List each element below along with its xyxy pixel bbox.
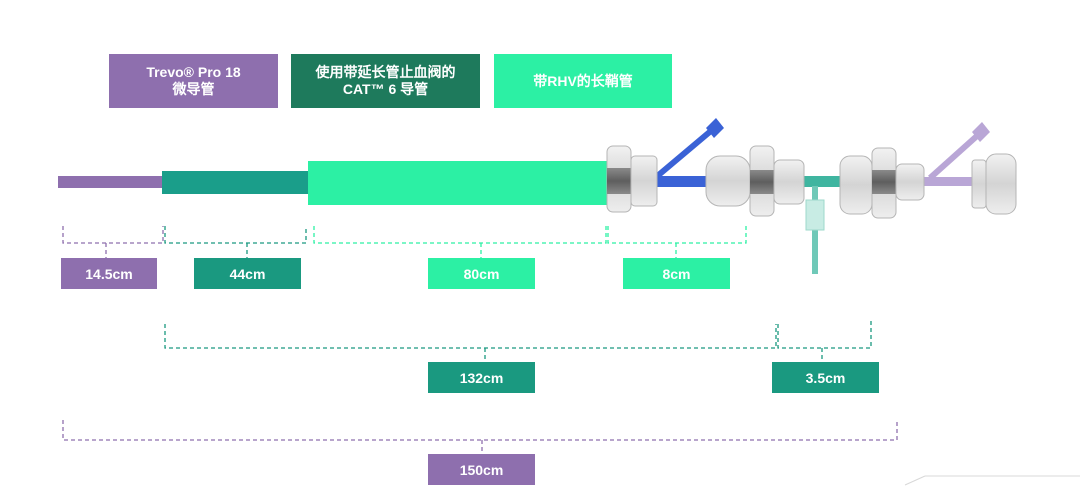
corner-decoration-line [904,475,926,486]
intermediate-catheter-segment [162,171,312,194]
length-label-3-5cm: 3.5cm [772,362,879,393]
legend-sheath-line1: 带RHV的长鞘管 [533,72,633,89]
legend-intermediate-line2: CAT™ 6 导管 [342,81,429,97]
legend-microcatheter-line1: Trevo® Pro 18 [146,64,241,80]
length-label-8cm: 8cm [623,258,730,289]
dim-line-44 [164,226,307,244]
microcatheter-tip-segment [58,176,166,188]
sheath-rhv-hub [606,145,658,213]
dim-line-80 [313,226,607,244]
legend-microcatheter: Trevo® Pro 18 微导管 [109,54,278,108]
dim-line-14-5 [62,226,164,244]
micro-side-port-tip [972,122,990,142]
legend-long-sheath: 带RHV的长鞘管 [494,54,672,108]
legend-intermediate-line1: 使用带延长管止血阀的 [315,64,456,80]
teal-inner-tube [770,176,870,187]
legend-microcatheter-line2: 微导管 [172,81,215,97]
length-label-132cm: 132cm [428,362,535,393]
length-label-44cm: 44cm [194,258,301,289]
sheath-segment [308,161,610,205]
dim-line-150 [62,420,898,441]
length-label-14-5cm: 14.5cm [61,258,157,289]
dim-line-8 [607,226,747,244]
microcatheter-inner-tube [870,177,1015,186]
proximal-hub [971,153,1017,215]
extension-tube-connector [805,199,825,231]
dim-line-3-5 [777,318,872,349]
legend-intermediate-catheter: 使用带延长管止血阀的 CAT™ 6 导管 [291,54,480,108]
sheath-side-port [653,127,714,181]
microcatheter-rhv-hub [839,147,925,219]
intermediate-inner-tube [610,176,770,187]
length-label-150cm: 150cm [428,454,535,485]
intermediate-rhv-hub [705,145,805,217]
micro-side-port [927,132,981,181]
sheath-side-port-tip [706,118,724,138]
length-label-80cm: 80cm [428,258,535,289]
dim-line-132 [164,324,777,349]
